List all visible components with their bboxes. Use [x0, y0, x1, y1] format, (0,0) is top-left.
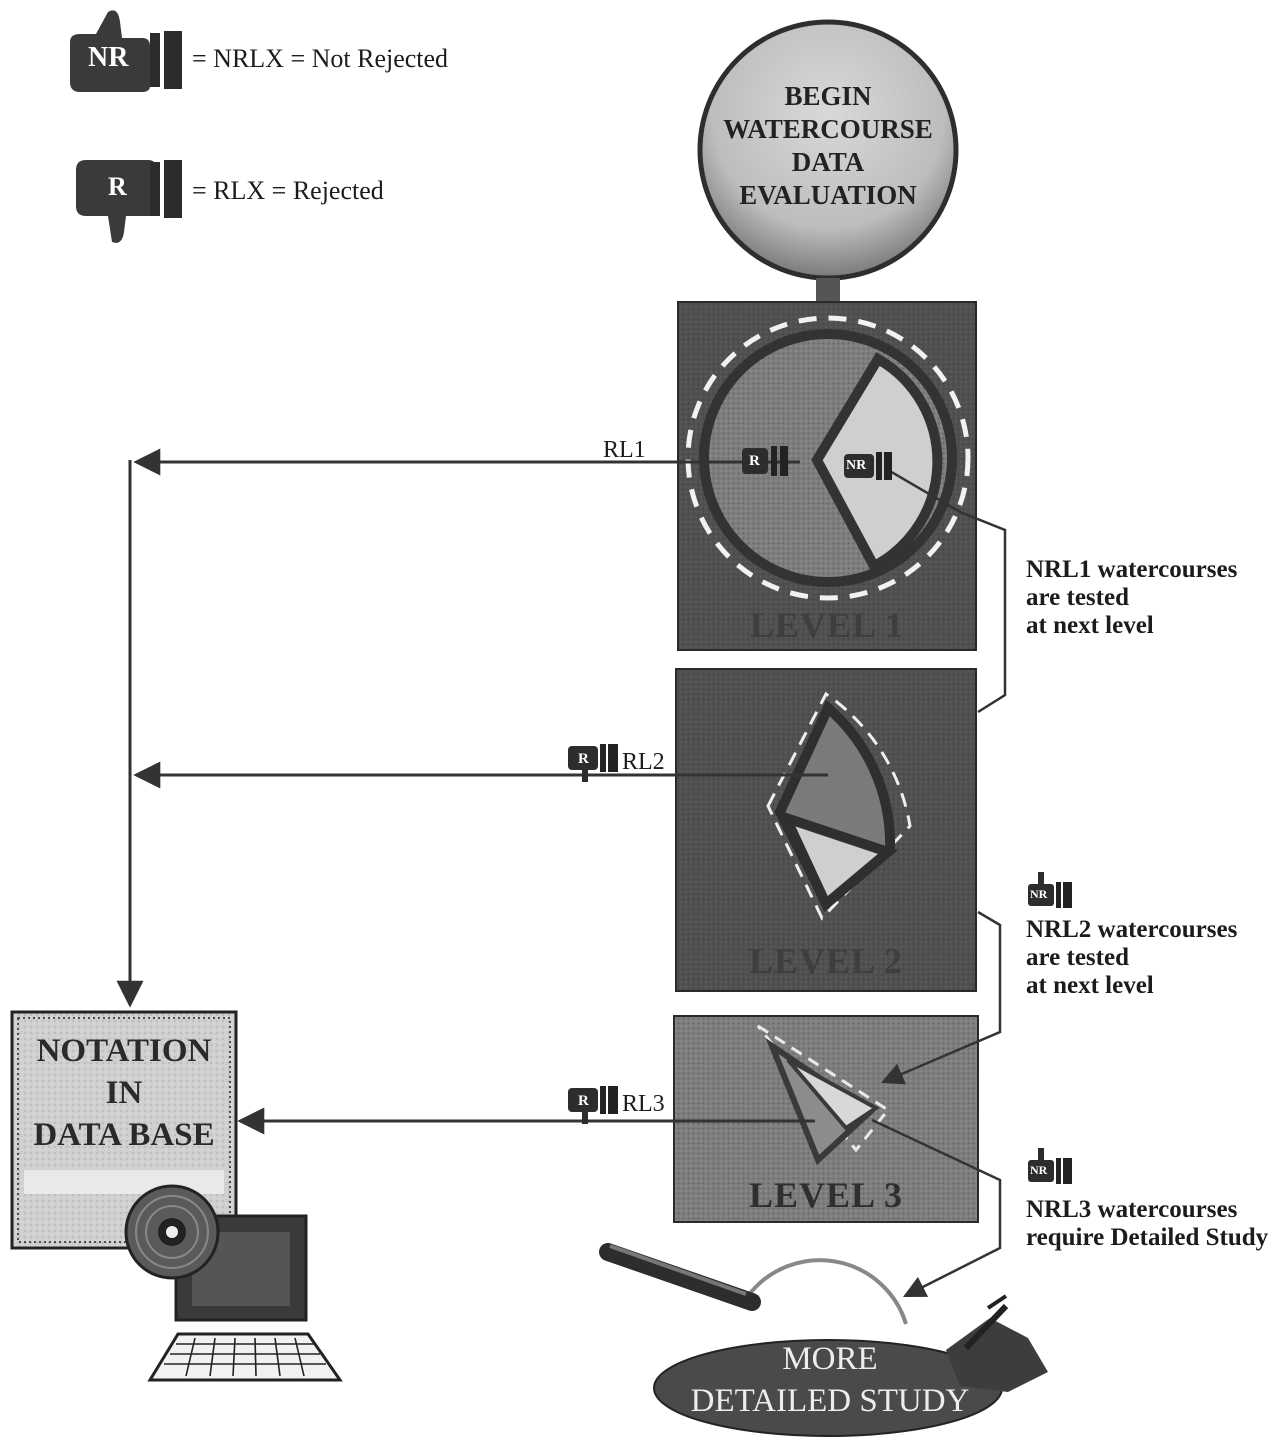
level1-rejected-badge-text: R [749, 447, 760, 475]
note-line: NRL2 watercourses [1026, 916, 1237, 944]
level2-rejected-badge-text: R [578, 745, 589, 773]
level3-rejected-icon [568, 1086, 618, 1124]
legend-not-rejected-text: = NRLX = Not Rejected [192, 45, 448, 73]
level1-label: LEVEL 1 [678, 604, 976, 646]
note-line: at next level [1026, 612, 1237, 640]
note-line: require Detailed Study [1026, 1224, 1268, 1252]
level2-label: LEVEL 2 [676, 940, 976, 982]
level3-label: LEVEL 3 [674, 1174, 978, 1216]
level3-note: NRL3 watercourses require Detailed Study [1026, 1196, 1268, 1252]
level3-rejected-badge-text: R [578, 1087, 589, 1115]
detailed-study-title: MORE DETAILED STUDY [680, 1338, 980, 1422]
begin-line: DATA [706, 146, 950, 179]
database-line: IN [14, 1072, 234, 1114]
database-line: NOTATION [14, 1030, 234, 1072]
magnifier-icon [608, 1246, 906, 1324]
level2-badge-text: NR [1030, 883, 1047, 905]
legend-rejected-text: = RLX = Rejected [192, 177, 384, 205]
level1-nr-badge-text: NR [846, 452, 866, 480]
level2-note: NRL2 watercourses are tested at next lev… [1026, 916, 1237, 1000]
level2-rejected-label: RL2 [622, 748, 665, 776]
level3-badge-text: NR [1030, 1159, 1047, 1181]
begin-title: BEGIN WATERCOURSE DATA EVALUATION [706, 80, 950, 212]
legend-r-badge: R [108, 173, 127, 201]
legend-nr-badge: NR [88, 44, 128, 72]
note-line: NRL3 watercourses [1026, 1196, 1268, 1224]
database-title: NOTATION IN DATA BASE [14, 1030, 234, 1156]
level3-rejected-label: RL3 [622, 1090, 665, 1118]
note-line: are tested [1026, 584, 1237, 612]
note-line: at next level [1026, 972, 1237, 1000]
database-line: DATA BASE [14, 1114, 234, 1156]
detailed-study-line: MORE [680, 1338, 980, 1380]
legend-thumbs-down-icon [76, 160, 182, 243]
level1-rejected-label: RL1 [603, 436, 646, 464]
detailed-study-line: DETAILED STUDY [680, 1380, 980, 1422]
disc-icon [126, 1186, 218, 1278]
note-line: NRL1 watercourses [1026, 556, 1237, 584]
level1-note: NRL1 watercourses are tested at next lev… [1026, 556, 1237, 640]
begin-line: WATERCOURSE [706, 113, 950, 146]
begin-line: BEGIN [706, 80, 950, 113]
begin-line: EVALUATION [706, 179, 950, 212]
note-line: are tested [1026, 944, 1237, 972]
level1-panel [678, 302, 976, 650]
